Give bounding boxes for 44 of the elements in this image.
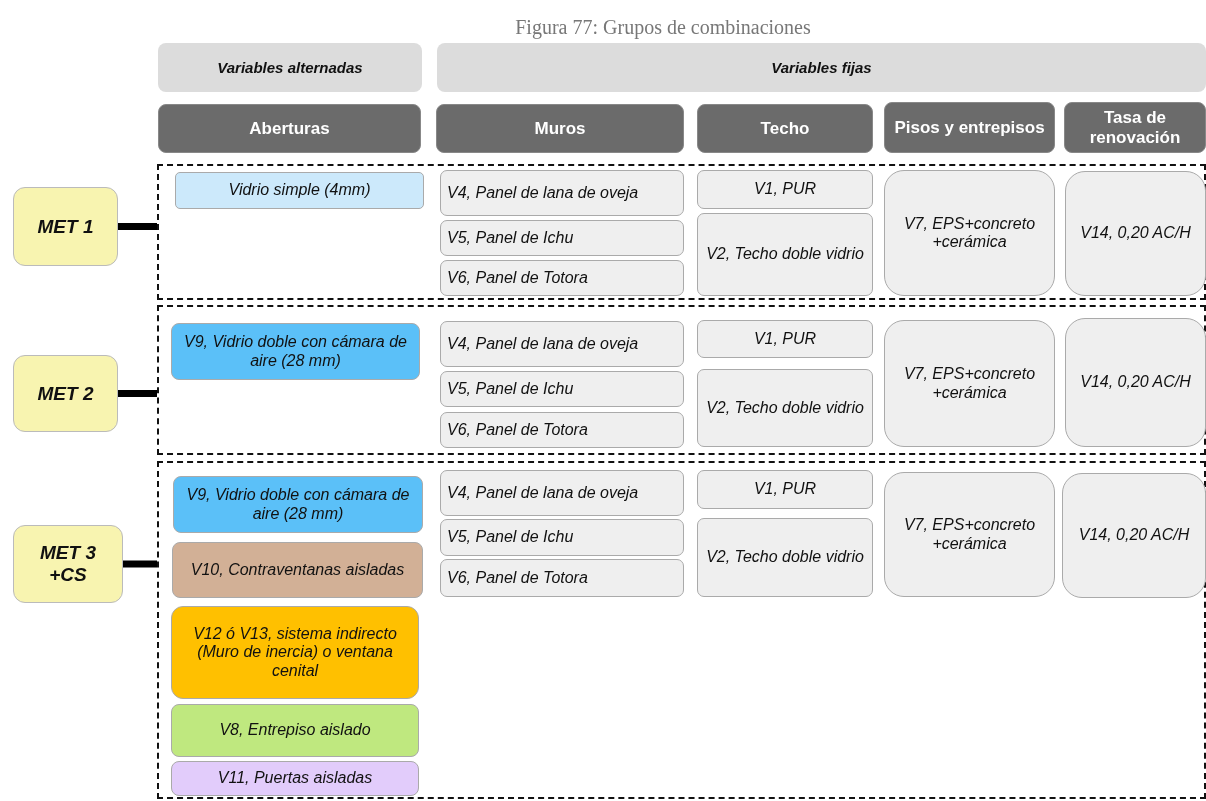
variable-box: V7, EPS+concreto +cerámica	[884, 320, 1055, 447]
variable-box: V6, Panel de Totora	[440, 412, 684, 448]
column-header: Tasa de renovación	[1064, 102, 1206, 153]
connector-line	[118, 223, 157, 230]
method-box: MET 2	[13, 355, 118, 432]
variable-box: V9, Vidrio doble con cámara de aire (28 mm)	[171, 323, 420, 380]
dashed-group-frame	[157, 305, 1206, 455]
column-header: Muros	[436, 104, 684, 153]
dashed-group-frame	[157, 164, 1206, 300]
variable-box: V4, Panel de lana de oveja	[440, 470, 684, 516]
variable-box: V7, EPS+concreto +cerámica	[884, 472, 1055, 597]
variable-box: V1, PUR	[697, 320, 873, 358]
group-header: Variables fijas	[437, 43, 1206, 92]
variable-box: V14, 0,20 AC/H	[1065, 318, 1206, 447]
variable-box: V4, Panel de lana de oveja	[440, 321, 684, 367]
variable-box: V7, EPS+concreto +cerámica	[884, 170, 1055, 296]
variable-box: V9, Vidrio doble con cámara de aire (28 mm)	[173, 476, 423, 533]
variable-box: V6, Panel de Totora	[440, 260, 684, 296]
variable-box: V2, Techo doble vidrio	[697, 518, 873, 597]
variable-box: V5, Panel de Ichu	[440, 371, 684, 407]
variable-box: V6, Panel de Totora	[440, 559, 684, 597]
variable-box: V2, Techo doble vidrio	[697, 213, 873, 296]
variable-box: V10, Contraventanas aisladas	[172, 542, 423, 598]
variable-box: V14, 0,20 AC/H	[1065, 171, 1206, 296]
variable-box: V5, Panel de Ichu	[440, 519, 684, 556]
figure-title: Figura 77: Grupos de combinaciones	[514, 16, 812, 39]
variable-box: V4, Panel de lana de oveja	[440, 170, 684, 216]
method-box: MET 3 +CS	[13, 525, 123, 603]
method-box: MET 1	[13, 187, 118, 266]
column-header: Pisos y entrepisos	[884, 102, 1055, 153]
variable-box: V2, Techo doble vidrio	[697, 369, 873, 447]
variable-box: V1, PUR	[697, 170, 873, 209]
group-header: Variables alternadas	[158, 43, 422, 92]
variable-box: V11, Puertas aisladas	[171, 761, 419, 796]
variable-box: V14, 0,20 AC/H	[1062, 473, 1206, 598]
dashed-group-frame	[157, 461, 1206, 799]
variable-box: V8, Entrepiso aislado	[171, 704, 419, 757]
variable-box: V5, Panel de Ichu	[440, 220, 684, 256]
variable-box: V1, PUR	[697, 470, 873, 509]
variable-box: V12 ó V13, sistema indirecto (Muro de inercia) o ventana cenital	[171, 606, 419, 699]
variable-box: Vidrio simple (4mm)	[175, 172, 424, 209]
column-header: Techo	[697, 104, 873, 153]
connector-line	[118, 390, 157, 397]
column-header: Aberturas	[158, 104, 421, 153]
